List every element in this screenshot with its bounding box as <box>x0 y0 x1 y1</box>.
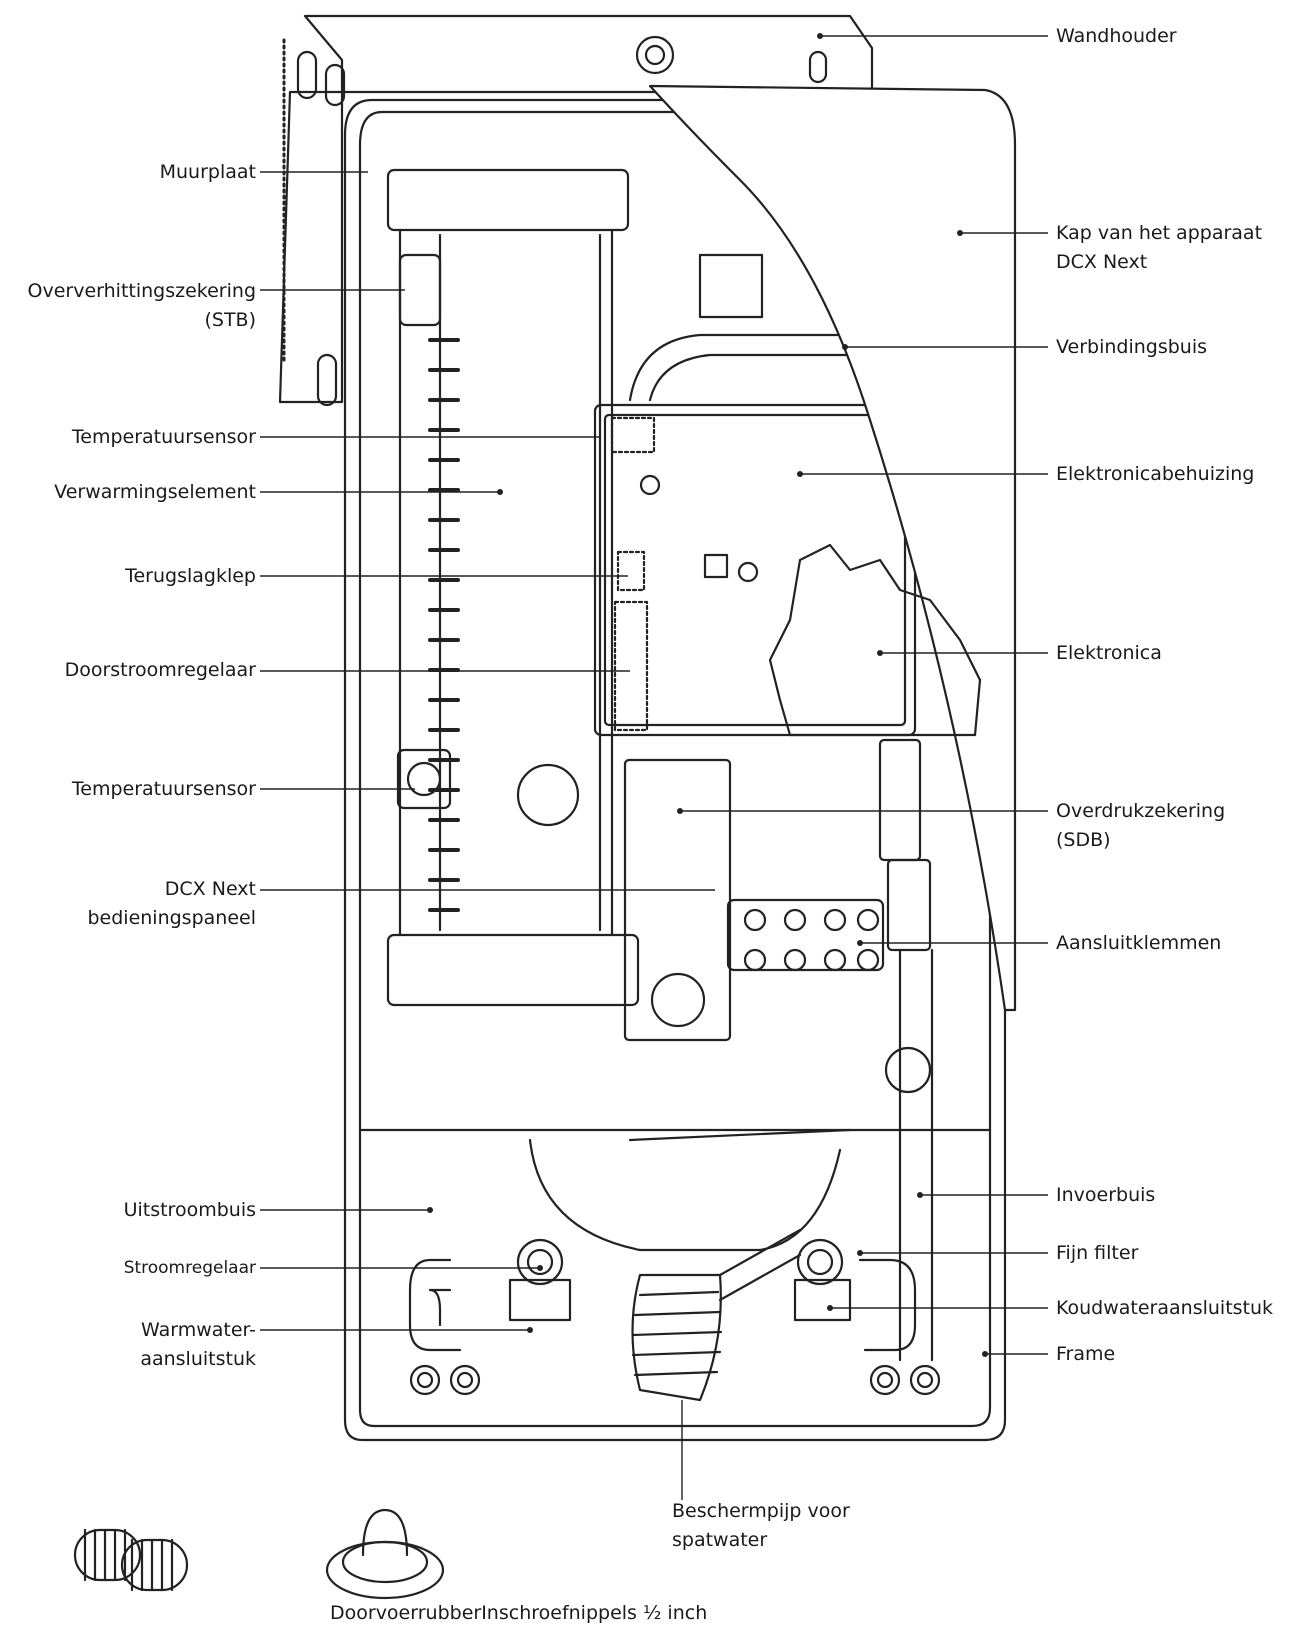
leader-dots <box>427 33 988 1357</box>
label-temperatuursensor-2: Temperatuursensor <box>71 778 256 800</box>
device-cover <box>648 84 1017 1012</box>
label-verbindingsbuis: Verbindingsbuis <box>1056 336 1208 358</box>
label-invoerbuis: Invoerbuis <box>1056 1184 1156 1206</box>
label-muurplaat: Muurplaat <box>159 161 256 183</box>
label-stroomregelaar: Stroomregelaar <box>123 1258 256 1278</box>
grommet-icon <box>325 1508 445 1600</box>
label-wandhouder: Wandhouder <box>1056 25 1177 47</box>
label-fijn-filter: Fijn filter <box>1056 1242 1139 1264</box>
accessories-caption: DoorvoerrubberInschroefnippels ½ inch <box>330 1602 708 1624</box>
label-warmwater-aansluitstuk: Warmwater- aansluitstuk <box>140 1319 256 1370</box>
outlet-hook <box>408 1258 462 1352</box>
connecting-tube <box>628 333 882 402</box>
leader-lines <box>260 35 1048 1500</box>
label-kap: Kap van het apparaat DCX Next <box>1056 222 1263 273</box>
bottom-tray <box>358 1128 992 1252</box>
electronics-cutout <box>768 543 982 737</box>
label-elektronicabehuizing: Elektronicabehuizing <box>1056 463 1255 485</box>
label-koudwater-aansluitstuk: Koudwateraansluitstuk <box>1056 1297 1274 1319</box>
label-doorstroomregelaar: Doorstroomregelaar <box>64 659 256 681</box>
label-uitstroombuis: Uitstroombuis <box>123 1199 256 1221</box>
protection-pipe <box>631 1228 802 1402</box>
terminal-block <box>623 758 885 1042</box>
nipples-icon <box>73 1528 189 1592</box>
label-verwarmingselement: Verwarmingselement <box>54 481 256 503</box>
label-temperatuursensor-1: Temperatuursensor <box>71 426 256 448</box>
inlet-hook <box>858 1258 917 1352</box>
label-frame: Frame <box>1056 1343 1116 1365</box>
label-bedieningspaneel: DCX Next bedieningspaneel <box>87 878 256 929</box>
heating-element <box>386 168 640 1007</box>
label-oververhittingszekering: Oververhittingszekering (STB) <box>27 280 256 331</box>
label-elektronica: Elektronica <box>1056 642 1162 664</box>
label-terugslagklep: Terugslagklep <box>125 565 256 587</box>
label-overdrukzekering: Overdrukzekering (SDB) <box>1056 800 1226 851</box>
label-aansluitklemmen: Aansluitklemmen <box>1056 932 1222 954</box>
inlet-pipe <box>878 738 934 1362</box>
label-beschermpijp: Beschermpijp voor spatwater <box>672 1500 850 1551</box>
